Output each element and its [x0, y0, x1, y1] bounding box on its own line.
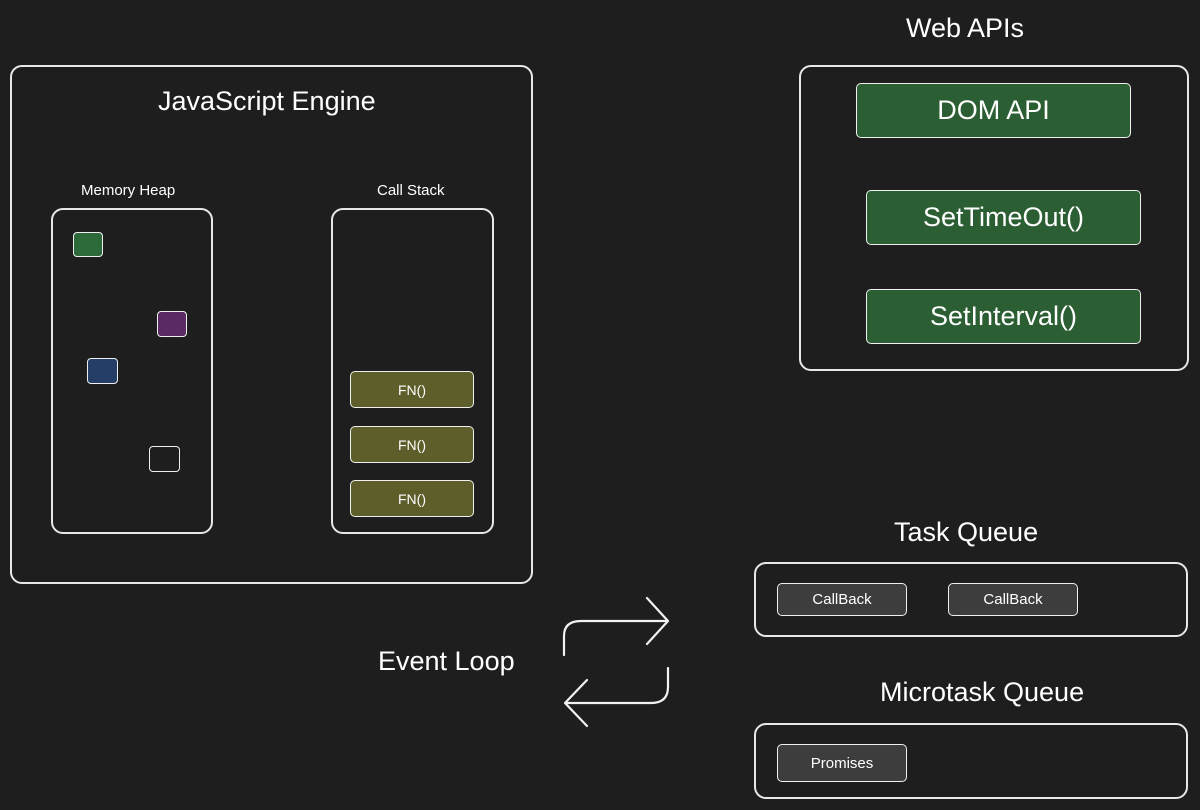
heap-object-empty: [149, 446, 180, 472]
task-queue-box: [754, 562, 1188, 637]
microtask-queue-title: Microtask Queue: [880, 677, 1085, 707]
web-apis-title: Web APIs: [906, 13, 1025, 43]
call-stack-frame: FN(): [350, 426, 474, 463]
heap-object-blue: [87, 358, 118, 384]
microtask-promises: Promises: [777, 744, 907, 782]
event-loop-arrow-right: [562, 619, 668, 657]
event-loop-label: Event Loop: [378, 646, 515, 676]
event-loop-arrow-left: [565, 666, 670, 705]
event-loop-arrows-icon: [562, 596, 670, 728]
call-stack-box: [331, 208, 494, 534]
call-stack-title: Call Stack: [377, 182, 445, 199]
heap-object-purple: [157, 311, 187, 337]
javascript-engine-title: JavaScript Engine: [158, 86, 376, 116]
microtask-queue-box: [754, 723, 1188, 799]
call-stack-frame: FN(): [350, 371, 474, 408]
settimeout-item: SetTimeOut(): [866, 190, 1141, 245]
web-apis-box: [799, 65, 1189, 371]
memory-heap-title: Memory Heap: [81, 182, 176, 199]
setinterval-item: SetInterval(): [866, 289, 1141, 344]
task-queue-callback: CallBack: [777, 583, 907, 616]
task-queue-callback: CallBack: [948, 583, 1078, 616]
task-queue-title: Task Queue: [894, 517, 1039, 547]
dom-api-item: DOM API: [856, 83, 1131, 138]
memory-heap-box: [51, 208, 213, 534]
call-stack-frame: FN(): [350, 480, 474, 517]
heap-object-green: [73, 232, 103, 257]
javascript-engine-box: [10, 65, 533, 584]
